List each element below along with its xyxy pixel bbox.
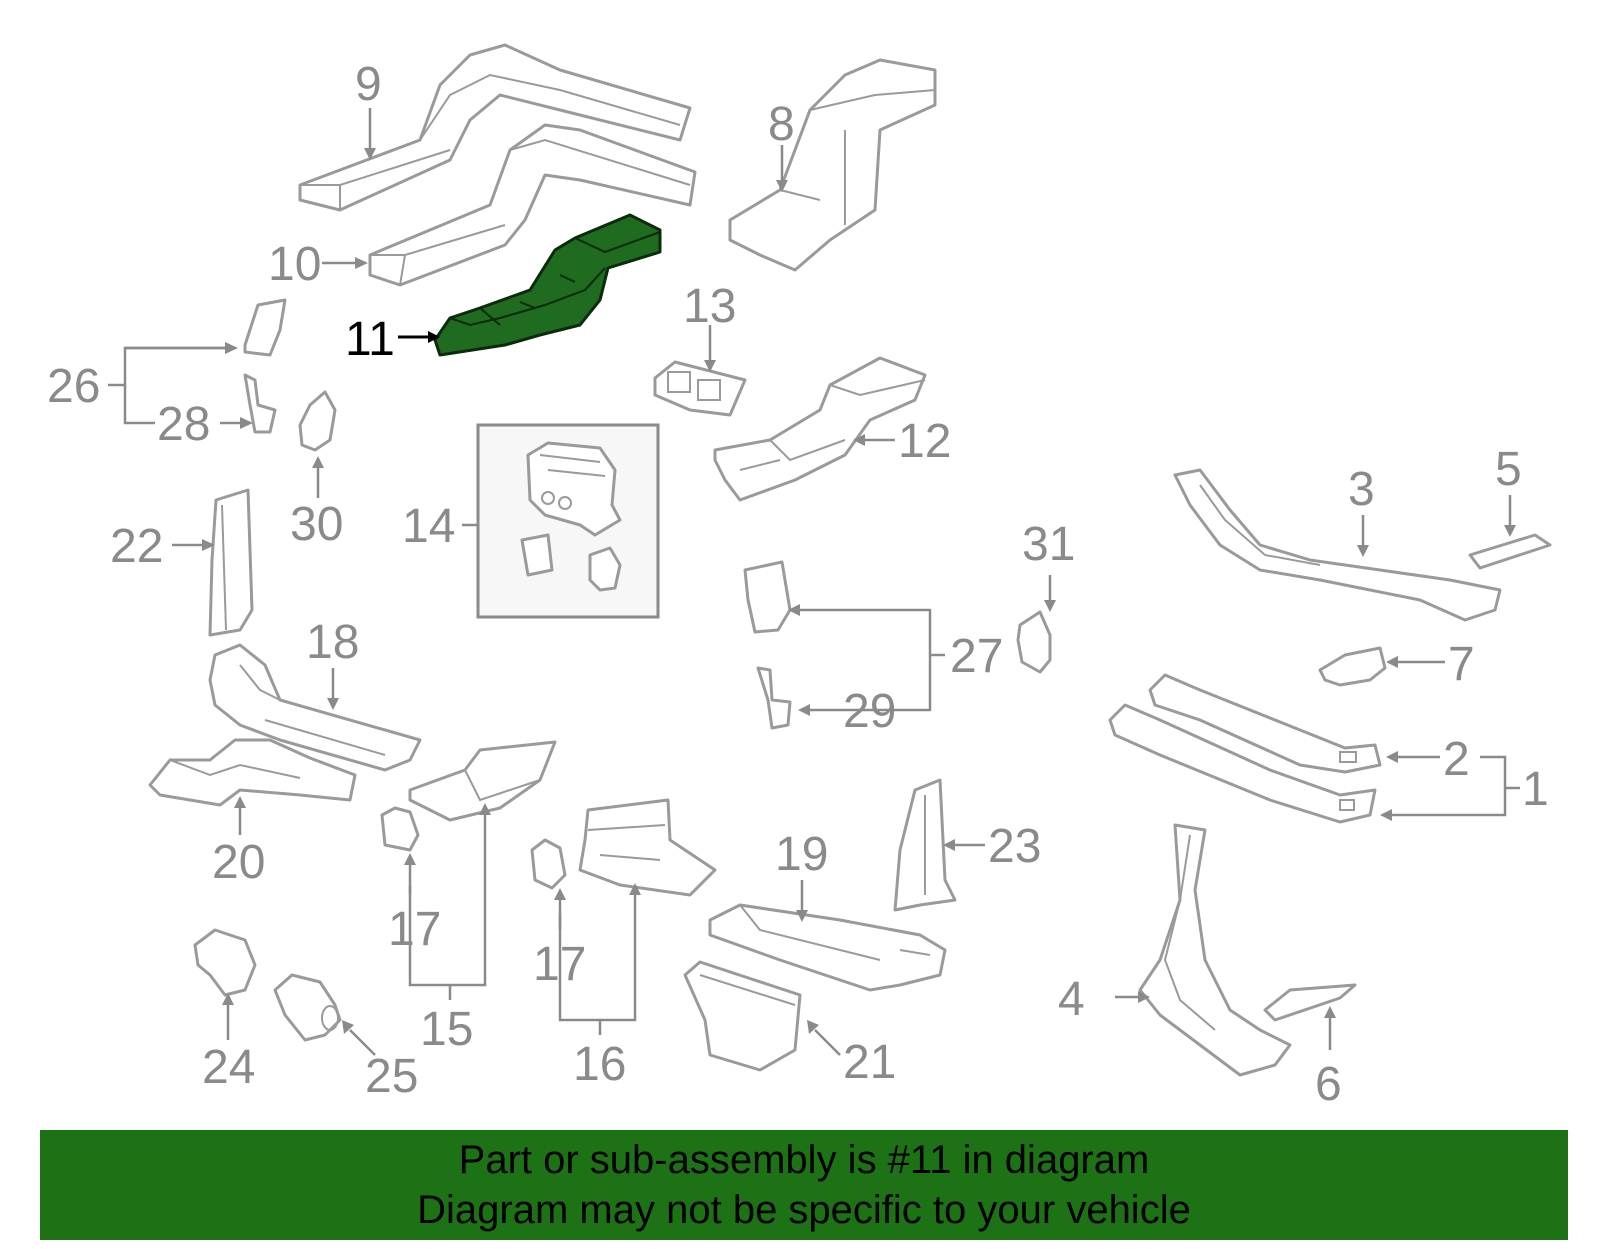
part-8-duct (728, 58, 937, 272)
callout-14: 14 (402, 500, 455, 553)
part-29-clip (756, 666, 792, 730)
callout-30: 30 (290, 498, 343, 551)
part-7-vent (1318, 646, 1387, 687)
callout-29: 29 (843, 685, 896, 738)
callout-16: 16 (573, 1038, 626, 1091)
callout-23: 23 (988, 820, 1041, 873)
callout-26: 26 (47, 360, 100, 413)
callout-4: 4 (1058, 973, 1085, 1026)
part-31-bracket (1016, 610, 1052, 674)
callout-13: 13 (683, 280, 736, 333)
callout-11: 11 (345, 313, 395, 366)
callout-19: 19 (775, 828, 828, 881)
part-3-duct (1173, 468, 1502, 622)
part-info-banner: Part or sub-assembly is #11 in diagram D… (40, 1130, 1568, 1240)
callout-1: 1 (1522, 763, 1549, 816)
part-27-bracket (743, 560, 792, 634)
callout-31: 31 (1022, 518, 1075, 571)
part-18-floor-duct (208, 643, 422, 772)
parts-diagram: 9 10 11 8 13 12 14 26 28 30 22 18 20 17 … (47, 43, 1552, 1111)
part-5-trim (1468, 533, 1552, 570)
callout-5: 5 (1495, 443, 1522, 496)
callout-9: 9 (355, 58, 382, 111)
part-23-column-duct (893, 778, 957, 912)
part-26-bracket (243, 298, 287, 357)
callout-12: 12 (898, 415, 951, 468)
part-1-duct (1108, 703, 1377, 824)
callout-24: 24 (202, 1041, 255, 1094)
callout-17-left: 17 (388, 903, 441, 956)
part-24-vent (193, 928, 257, 997)
part-10-duct (368, 123, 697, 287)
part-22-column-duct (208, 488, 254, 637)
banner-line-2: Diagram may not be specific to your vehi… (417, 1188, 1191, 1232)
part-13-vent-grille (653, 360, 747, 417)
callout-28: 28 (157, 398, 210, 451)
part-2-duct (1148, 673, 1382, 774)
callout-15: 15 (420, 1003, 473, 1056)
part-28-clip (243, 373, 277, 434)
part-17-left-bracket (380, 806, 420, 852)
part-12-duct (713, 356, 927, 502)
callout-27: 27 (950, 630, 1003, 683)
leader-lines (108, 108, 1520, 1056)
part-15-duct (408, 740, 557, 822)
callout-8: 8 (768, 98, 795, 151)
callout-18: 18 (306, 616, 359, 669)
callout-6: 6 (1315, 1058, 1342, 1111)
part-16-duct-assembly (578, 798, 717, 897)
part-17-right-bracket (530, 838, 567, 890)
callout-2: 2 (1443, 733, 1470, 786)
part-19-duct (708, 903, 947, 992)
part-25-vent (273, 973, 342, 1042)
part-21-duct (683, 960, 802, 1072)
callout-labels: 9 10 11 8 13 12 14 26 28 30 22 18 20 17 … (47, 58, 1549, 1111)
part-6-trim (1263, 983, 1357, 1022)
callout-3: 3 (1348, 463, 1375, 516)
part-9-duct (298, 43, 692, 212)
banner-line-1: Part or sub-assembly is #11 in diagram (458, 1138, 1150, 1182)
callout-21: 21 (843, 1036, 896, 1089)
callout-20: 20 (212, 836, 265, 889)
part-11-highlighted-duct (433, 213, 662, 357)
part-4-duct (1138, 823, 1292, 1077)
callout-25: 25 (365, 1050, 418, 1103)
part-14-inset-box (476, 423, 660, 619)
callout-22: 22 (110, 520, 163, 573)
callout-17-right: 17 (533, 938, 586, 991)
part-20-floor-duct (148, 738, 357, 807)
callout-7: 7 (1448, 638, 1475, 691)
callout-10: 10 (268, 238, 321, 291)
part-30-bracket (298, 390, 337, 452)
